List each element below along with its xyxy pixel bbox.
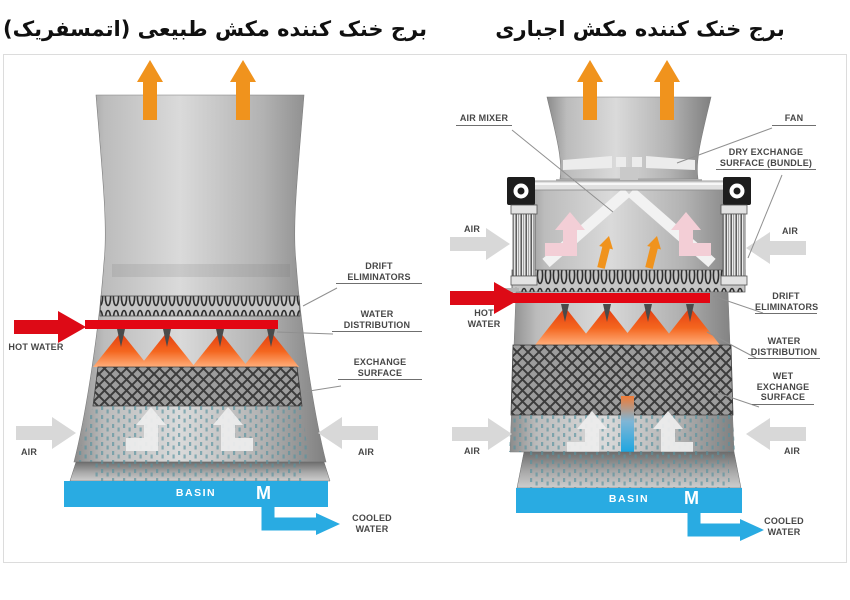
label-cooled-water-right: COOLED WATER: [764, 516, 804, 537]
label-exchange-surface-left: EXCHANGE SURFACE: [338, 357, 422, 381]
label-basin-left: BASIN: [175, 487, 217, 499]
pump-symbol-right: M: [684, 488, 699, 508]
dry-exchange-bundles: [510, 204, 748, 286]
cooled-water-pipe: [261, 505, 316, 531]
natural-draft-tower: [14, 60, 378, 535]
water-distribution-pipe: [85, 320, 278, 329]
pedestal-rain: [93, 462, 302, 481]
cooled-water-pipe: [687, 511, 740, 537]
label-air-upper-right: AIR: [781, 226, 799, 236]
label-hot-water-left: HOT WATER: [8, 342, 64, 352]
label-cooled-water-left: COOLED WATER: [352, 513, 392, 534]
shell-shade: [112, 264, 290, 277]
pedestal-rain: [528, 452, 730, 488]
label-air-lower-right: AIR: [783, 446, 801, 456]
spray-nozzles: [93, 329, 299, 367]
label-fan: FAN: [772, 113, 816, 126]
downflow-arrow-body: [621, 396, 634, 452]
label-drift-eliminators-right: DRIFT ELIMINATORS: [755, 291, 818, 315]
label-hot-water-right: HOT WATER: [467, 308, 501, 329]
spray-nozzles: [535, 304, 720, 345]
leader-lines: [511, 127, 783, 408]
exchange-surface-band: [92, 366, 303, 407]
label-wet-exchange-surface: WET EXCHANGE SURFACE: [752, 371, 814, 405]
label-water-distribution-right: WATER DISTRIBUTION: [748, 336, 820, 360]
air-inlet-arrow-right: [318, 417, 378, 449]
rain-zone: [76, 406, 309, 462]
label-air-mixer: AIR MIXER: [456, 113, 512, 126]
basin: [516, 488, 742, 513]
cooled-water-arrowhead: [740, 519, 764, 541]
drift-eliminators-band: [99, 295, 301, 317]
air-inlet-arrow-left: [16, 417, 76, 449]
title-natural-draft: برج خنک کننده مکش طبیعی (اتمسفریک): [3, 17, 427, 41]
deck-highlight: [512, 183, 746, 185]
pump-symbol-left: M: [256, 483, 271, 503]
label-drift-eliminators-left: DRIFT ELIMINATORS: [336, 261, 422, 285]
label-air-right: AIR: [357, 447, 375, 457]
leader-lines: [276, 287, 342, 393]
label-basin-right: BASIN: [608, 493, 650, 505]
label-water-distribution-left: WATER DISTRIBUTION: [332, 309, 422, 333]
air-inlet-arrow-upper-right: [746, 232, 806, 264]
cooled-water-arrowhead: [316, 513, 340, 535]
fan-deck: [509, 180, 749, 191]
label-air-lower-left: AIR: [463, 446, 481, 456]
label-dry-exchange-surface: DRY EXCHANGE SURFACE (BUNDLE): [716, 147, 816, 171]
water-distribution-pipe: [513, 293, 710, 303]
hot-water-arrow: [14, 311, 86, 343]
label-air-left: AIR: [20, 447, 38, 457]
fan-blades: [563, 156, 695, 180]
drift-eliminators-band: [511, 269, 746, 293]
basin: [64, 481, 328, 507]
forced-draft-tower: [450, 60, 806, 541]
bearing-blocks: [507, 177, 751, 205]
label-air-upper-left: AIR: [463, 224, 481, 234]
diagram-frame: [3, 54, 847, 563]
title-forced-draft: برج خنک کننده مکش اجباری: [495, 17, 785, 41]
